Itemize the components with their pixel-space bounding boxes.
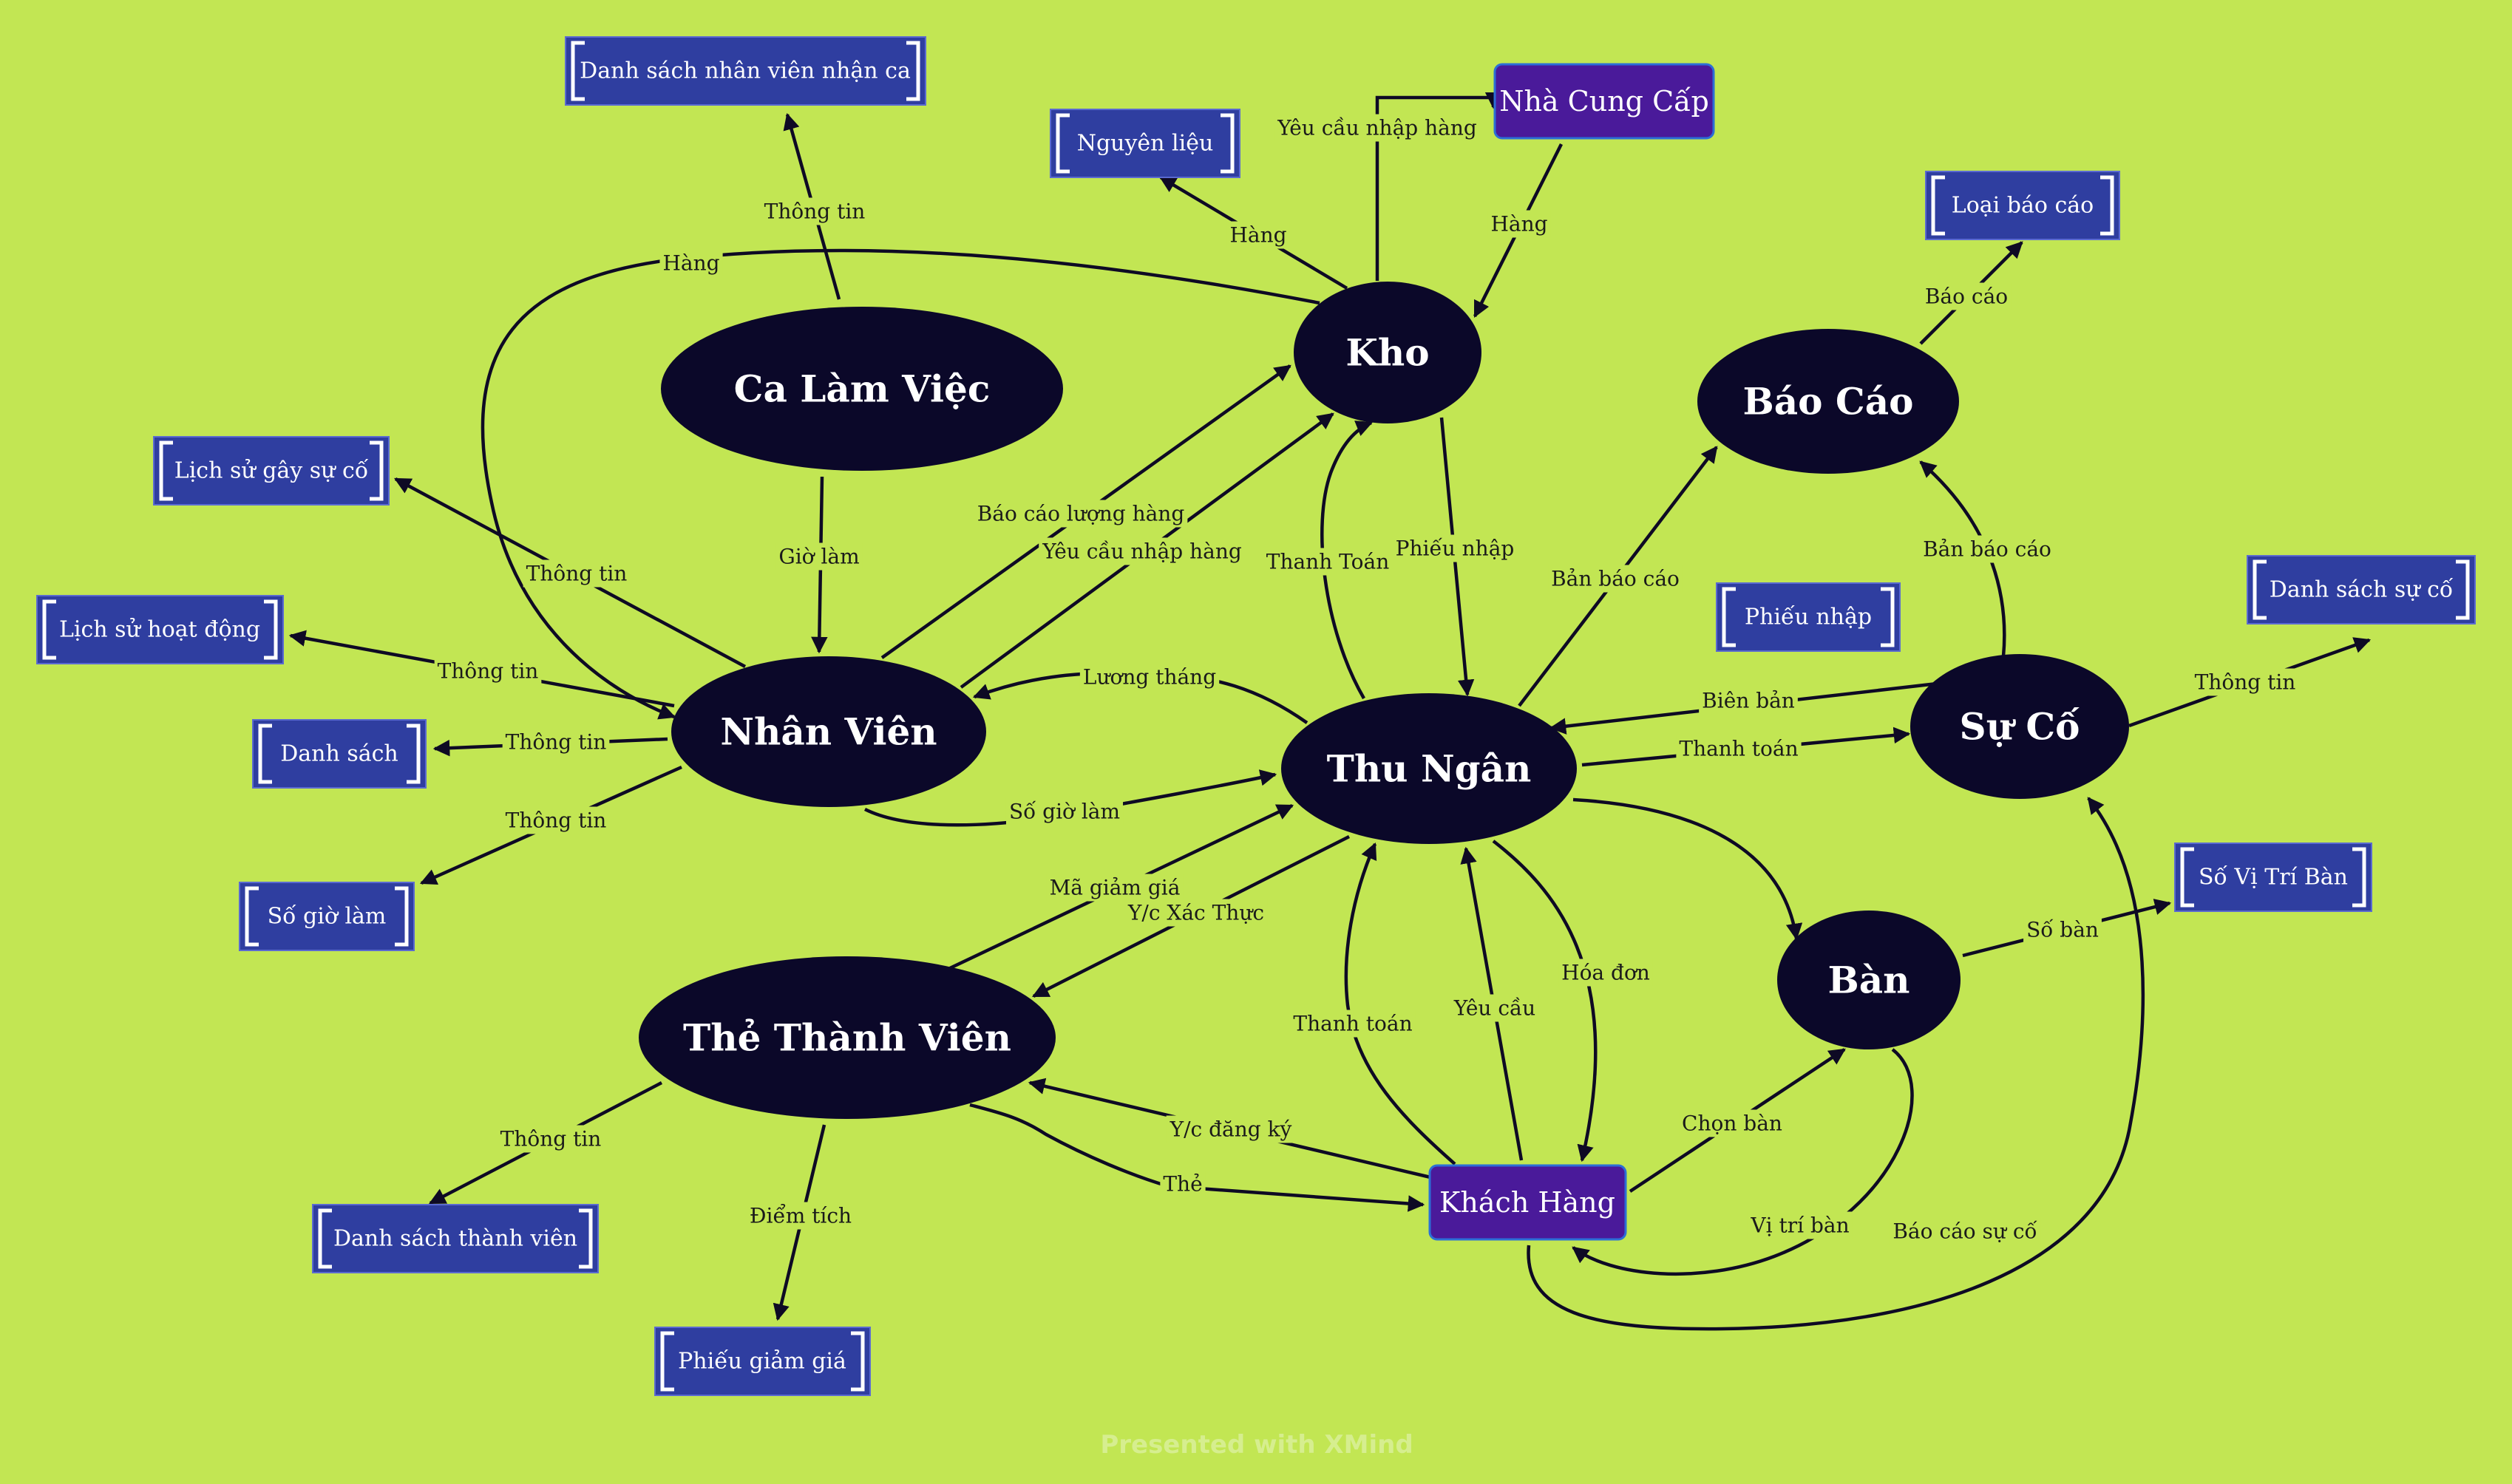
process-label: Thu Ngân: [1327, 747, 1532, 791]
flow-label: Báo cáo sự cố: [1893, 1219, 2037, 1244]
process-thu-ngan[interactable]: Thu Ngân: [1281, 693, 1577, 844]
flow-label: Hàng: [662, 251, 719, 276]
flow-label: Yêu cầu nhập hàng: [1042, 540, 1242, 564]
process-label: Bàn: [1827, 959, 1910, 1002]
flow-label: Mã giảm giá: [1050, 876, 1181, 900]
flow-thu-ngan-to-khach-hang-hoa-don: [1492, 840, 1598, 1163]
process-bao-cao[interactable]: Báo Cáo: [1697, 329, 1959, 474]
process-the-thanh-vien[interactable]: Thẻ Thành Viên: [639, 956, 1056, 1119]
process-ca-lam-viec[interactable]: Ca Làm Việc: [661, 307, 1063, 471]
footer-credit: Presented with XMind: [1100, 1430, 1413, 1460]
flow-label: Y/c đăng ký: [1170, 1117, 1292, 1142]
flow-label: Thông tin: [764, 200, 866, 224]
store-lich-su-gay-su-co[interactable]: Lịch sử gây sự cố: [153, 436, 390, 506]
flow-label: Bản báo cáo: [1551, 567, 1680, 591]
store-loai-bao-cao[interactable]: Loại báo cáo: [1925, 171, 2120, 240]
flow-khach-hang-to-thu-ngan-thanh-toan: [1344, 842, 1456, 1165]
flow-label: Thông tin: [500, 1127, 602, 1151]
process-ban[interactable]: Bàn: [1777, 911, 1961, 1049]
store-label: Danh sách sự cố: [2270, 577, 2454, 603]
flow-label: Y/c Xác Thực: [1127, 901, 1264, 925]
process-nhan-vien[interactable]: Nhân Viên: [671, 656, 986, 807]
flow-label: Thông tin: [506, 809, 607, 833]
flow-label: Báo cáo lượng hàng: [977, 502, 1185, 526]
store-label: Danh sách nhân viên nhận ca: [580, 58, 911, 84]
process-label: Thẻ Thành Viên: [683, 1016, 1011, 1060]
entity-khach-hang[interactable]: Khách Hàng: [1428, 1164, 1627, 1241]
process-label: Sự Cố: [1959, 705, 2080, 749]
flow-label: Bản báo cáo: [1923, 537, 2051, 562]
store-phieu-giam-gia[interactable]: Phiếu giảm giá: [654, 1327, 871, 1396]
process-label: Kho: [1345, 331, 1429, 375]
flow-the-thanh-vien-to-khach-hang-the: [969, 1103, 1425, 1212]
store-lich-su-hoat-dong[interactable]: Lịch sử hoạt động: [36, 595, 284, 664]
flow-label: Thông tin: [438, 659, 539, 684]
flow-labels: Thông tin Hàng Hàng Yêu cầu nhập hàng Hà…: [434, 114, 2299, 1245]
flow-label: Biên bản: [1702, 689, 1795, 713]
flow-label: Thẻ: [1163, 1172, 1202, 1197]
store-phieu-nhap[interactable]: Phiếu nhập: [1716, 582, 1901, 652]
process-label: Báo Cáo: [1743, 380, 1914, 423]
flow-label: Thanh Toán: [1266, 550, 1389, 574]
flow-label: Yêu cầu nhập hàng: [1277, 116, 1477, 140]
flow-label: Số giờ làm: [1009, 800, 1120, 824]
flow-thu-ngan-to-kho-thanh-toan: [1320, 421, 1374, 700]
process-kho[interactable]: Kho: [1294, 282, 1481, 423]
flow-thu-ngan-to-ban: [1572, 797, 1803, 941]
flow-label: Chọn bàn: [1682, 1112, 1782, 1136]
store-nguyen-lieu[interactable]: Nguyên liệu: [1050, 109, 1240, 178]
flow-label: Báo cáo: [1925, 285, 2008, 309]
store-ds-su-co[interactable]: Danh sách sự cố: [2247, 555, 2476, 624]
entity-label: Nhà Cung Cấp: [1499, 85, 1709, 118]
process-su-co[interactable]: Sự Cố: [1910, 654, 2129, 799]
flow-label: Hàng: [1229, 223, 1286, 248]
entity-nha-cung-cap[interactable]: Nhà Cung Cấp: [1493, 63, 1715, 140]
flow-label: Giờ làm: [778, 545, 859, 569]
store-danh-sach[interactable]: Danh sách: [252, 719, 427, 789]
data-stores: Danh sách nhân viên nhận ca Nguyên liệu …: [36, 36, 2476, 1396]
flow-label: Yêu cầu: [1453, 996, 1535, 1021]
store-so-gio-lam[interactable]: Số giờ làm: [239, 882, 415, 951]
flow-label: Thông tin: [2195, 670, 2296, 695]
store-label: Lịch sử hoạt động: [59, 617, 260, 643]
store-label: Danh sách: [280, 741, 398, 767]
store-label: Số Vị Trí Bàn: [2199, 865, 2348, 891]
flow-kho-to-nha-cung-cap: [1375, 92, 1502, 281]
store-label: Lịch sử gây sự cố: [174, 458, 369, 484]
flow-label: Vị trí bàn: [1750, 1214, 1849, 1238]
flow-label: Số bàn: [2026, 918, 2099, 942]
external-entities: Nhà Cung Cấp Khách Hàng: [1428, 63, 1715, 1241]
flow-ban-to-khach-hang-vi-tri: [1572, 1048, 1914, 1276]
flow-khach-hang-to-su-co-bao-cao: [1527, 797, 2145, 1331]
flow-kho-hang-to-nhan-vien: [481, 248, 1320, 720]
store-label: Số giờ làm: [268, 904, 387, 930]
flow-label: Thông tin: [506, 730, 607, 755]
store-label: Loại báo cáo: [1952, 193, 2094, 219]
process-label: Ca Làm Việc: [734, 367, 991, 411]
store-label: Nguyên liệu: [1077, 131, 1214, 157]
entity-label: Khách Hàng: [1439, 1186, 1615, 1219]
flow-label: Hàng: [1490, 212, 1547, 236]
process-label: Nhân Viên: [720, 710, 937, 754]
flow-label: Lương tháng: [1083, 665, 1216, 690]
flow-label: Thanh toán: [1679, 737, 1798, 761]
store-ds-thanh-vien[interactable]: Danh sách thành viên: [312, 1204, 599, 1273]
process-nodes: Kho Ca Làm Việc Báo Cáo Nhân Viên Thu Ng…: [639, 282, 2129, 1119]
flow-label: Phiếu nhập: [1396, 537, 1515, 561]
flow-label: Thông tin: [526, 562, 628, 586]
store-label: Phiếu giảm giá: [678, 1349, 846, 1375]
store-label: Danh sách thành viên: [333, 1226, 577, 1252]
flow-label: Hóa đơn: [1561, 961, 1650, 985]
flow-label: Thanh toán: [1293, 1012, 1412, 1036]
store-so-vi-tri-ban[interactable]: Số Vị Trí Bàn: [2174, 843, 2372, 912]
store-ds-nhan-vien-nhan-ca[interactable]: Danh sách nhân viên nhận ca: [565, 36, 926, 106]
flow-label: Điểm tích: [750, 1204, 852, 1228]
store-label: Phiếu nhập: [1745, 605, 1872, 630]
